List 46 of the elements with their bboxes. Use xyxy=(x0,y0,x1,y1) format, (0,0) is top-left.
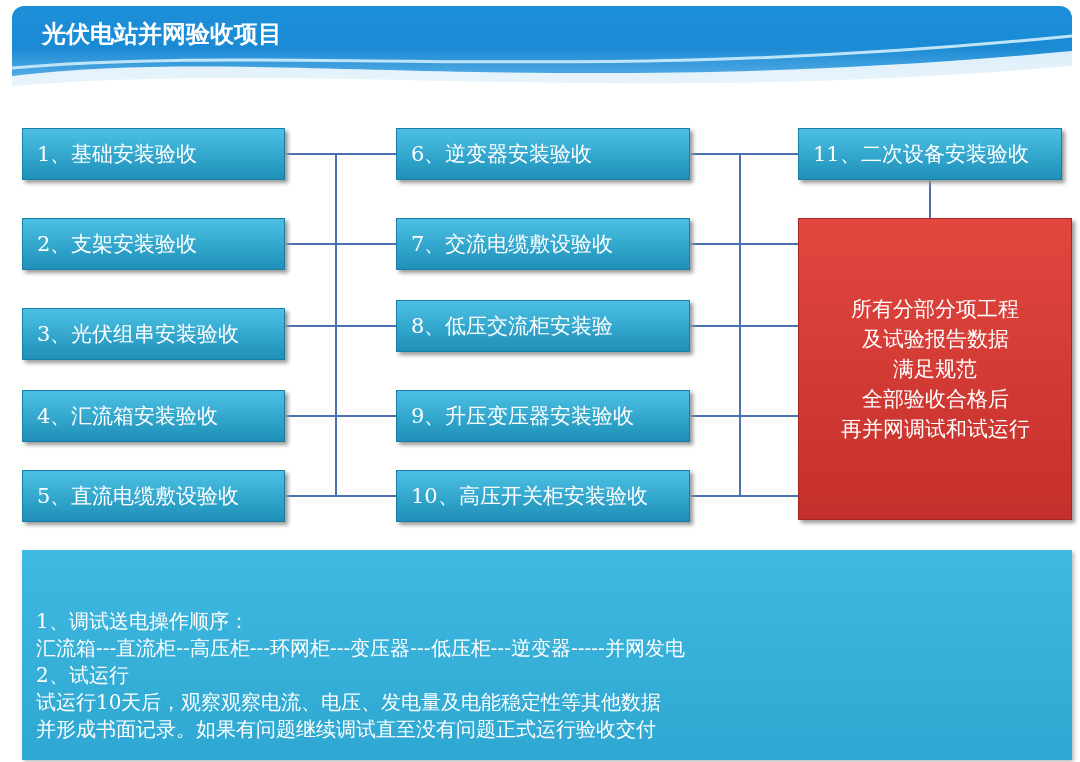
process-box xyxy=(396,390,690,442)
box-label: 1、基础安装验收 xyxy=(37,141,199,168)
box-label: 9、升压变压器安装验收 xyxy=(411,403,636,430)
connector-line xyxy=(689,153,799,155)
process-box xyxy=(798,128,1062,180)
box-label: 及试验报告数据 xyxy=(861,326,1009,353)
connector-line xyxy=(689,325,799,327)
process-box xyxy=(396,218,690,270)
note-text: 汇流箱---直流柜--高压柜---环网柜---变压器---低压柜---逆变器-----并网发电 xyxy=(36,634,685,662)
connector-line xyxy=(689,243,799,245)
note-text: 试运行10天后，观察观察电流、电压、发电量及电能稳定性等其他数据 xyxy=(36,688,662,716)
process-box xyxy=(22,308,285,360)
process-box xyxy=(22,218,285,270)
process-box xyxy=(396,470,690,522)
note-text: 并形成书面记录。如果有问题继续调试直至没有问题正式运行验收交付 xyxy=(36,715,656,743)
box-label: 再并网调试和试运行 xyxy=(840,416,1030,443)
connector-line xyxy=(929,179,931,219)
connector-line xyxy=(689,415,799,417)
connector-line xyxy=(284,495,397,497)
connector-line xyxy=(284,325,397,327)
process-box xyxy=(22,390,285,442)
process-box xyxy=(396,300,690,352)
process-box xyxy=(396,128,690,180)
box-label: 8、低压交流柜安装验 xyxy=(411,313,615,340)
notes-panel xyxy=(22,550,1072,760)
box-label: 6、逆变器安装验收 xyxy=(411,141,594,168)
connector-line xyxy=(284,153,397,155)
box-label: 5、直流电缆敷设验收 xyxy=(37,483,241,510)
box-label: 10、高压开关柜安装验收 xyxy=(411,483,649,510)
note-text: 2、试运行 xyxy=(36,661,129,689)
title: 光伏电站并网验收项目 xyxy=(42,19,282,50)
connector-line xyxy=(284,415,397,417)
box-label: 全部验收合格后 xyxy=(861,386,1009,413)
box-label: 4、汇流箱安装验收 xyxy=(37,403,220,430)
box-label: 11、二次设备安装验收 xyxy=(813,141,1030,168)
box-label: 7、交流电缆敷设验收 xyxy=(411,231,615,258)
box-label: 满足规范 xyxy=(893,356,977,383)
connector-line xyxy=(284,243,397,245)
box-label: 3、光伏组串安装验收 xyxy=(37,321,241,348)
box-label: 2、支架安装验收 xyxy=(37,231,199,258)
note-text: 1、调试送电操作顺序： xyxy=(36,607,249,635)
connector-line xyxy=(689,495,799,497)
process-box xyxy=(22,128,285,180)
process-box xyxy=(22,470,285,522)
box-label: 所有分部分项工程 xyxy=(851,296,1019,323)
summary-box xyxy=(798,218,1072,520)
